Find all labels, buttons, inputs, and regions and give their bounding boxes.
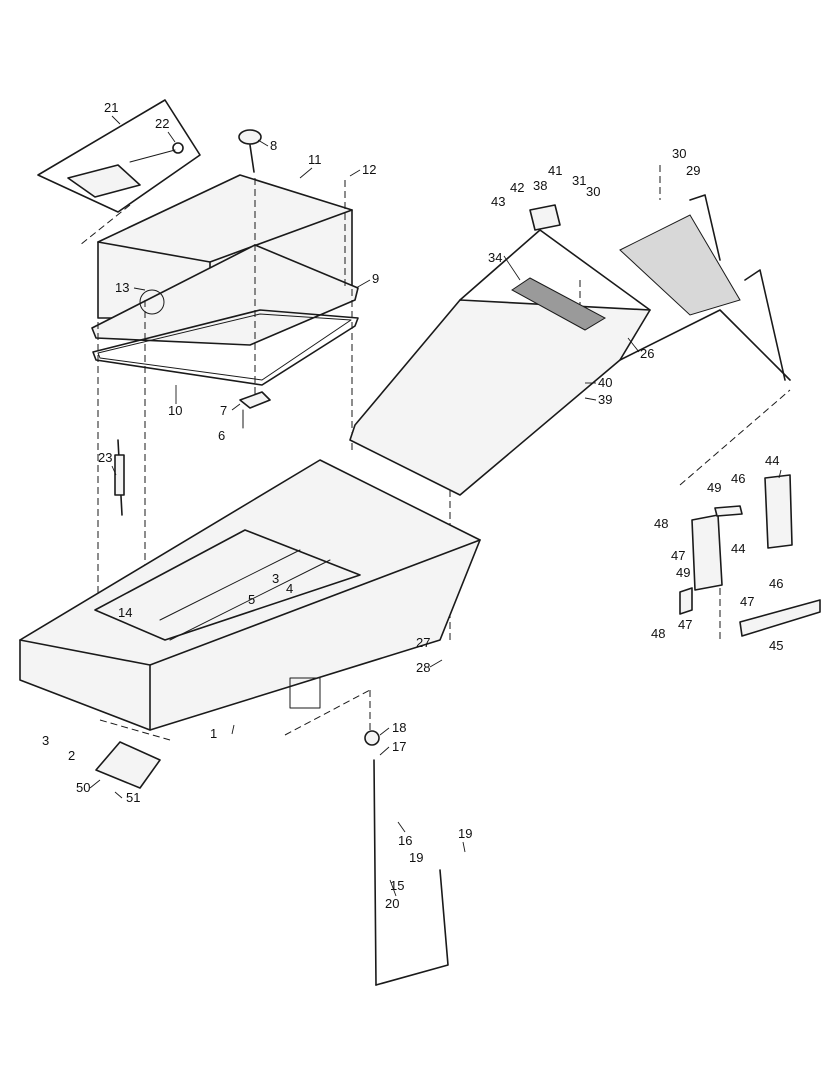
callout-label: 12 bbox=[362, 162, 376, 177]
callout-label: 22 bbox=[155, 116, 169, 131]
callout-label: 21 bbox=[104, 100, 118, 115]
callout-label: 18 bbox=[392, 720, 406, 735]
callout-label: 1 bbox=[210, 726, 217, 741]
callout-label: 7 bbox=[220, 403, 227, 418]
callout-label: 46 bbox=[769, 576, 783, 591]
callout-label: 38 bbox=[533, 178, 547, 193]
callout-label: 46 bbox=[731, 471, 745, 486]
callout-label: 49 bbox=[707, 480, 721, 495]
callout-label: 13 bbox=[115, 280, 129, 295]
callout-label: 17 bbox=[392, 739, 406, 754]
callout-label: 2 bbox=[68, 748, 75, 763]
callout-label: 45 bbox=[769, 638, 783, 653]
callout-label: 50 bbox=[76, 780, 90, 795]
bracket bbox=[529, 204, 561, 231]
latch bbox=[239, 391, 271, 429]
callout-label: 28 bbox=[416, 660, 430, 675]
callout-label: 48 bbox=[651, 626, 665, 641]
callout-label: 14 bbox=[118, 605, 132, 620]
platform-frame bbox=[349, 194, 791, 496]
control-rod bbox=[364, 730, 449, 986]
callout-label: 4 bbox=[286, 581, 293, 596]
callout-label: 3 bbox=[42, 733, 49, 748]
callout-label: 20 bbox=[385, 896, 399, 911]
callout-label: 44 bbox=[765, 453, 779, 468]
callout-label: 43 bbox=[491, 194, 505, 209]
callout-label: 47 bbox=[740, 594, 754, 609]
seal-gasket bbox=[92, 309, 359, 386]
callout-label: 5 bbox=[248, 592, 255, 607]
callout-label: 48 bbox=[654, 516, 668, 531]
callout-label: 41 bbox=[548, 163, 562, 178]
callout-label: 10 bbox=[168, 403, 182, 418]
callout-label: 16 bbox=[398, 833, 412, 848]
callout-label: 47 bbox=[678, 617, 692, 632]
callout-label: 19 bbox=[409, 850, 423, 865]
callout-label: 49 bbox=[676, 565, 690, 580]
callout-label: 31 bbox=[572, 173, 586, 188]
main-housing bbox=[19, 459, 481, 731]
callout-labels: 21 22 8 11 12 13 9 10 7 6 23 14 3 4 5 1 … bbox=[42, 100, 783, 911]
callout-label: 27 bbox=[416, 635, 430, 650]
callout-label: 39 bbox=[598, 392, 612, 407]
callout-label: 19 bbox=[458, 826, 472, 841]
hinge-detail-inset bbox=[37, 99, 201, 213]
side-brackets bbox=[679, 474, 821, 637]
leader-lines bbox=[89, 115, 782, 897]
cover-plate bbox=[95, 741, 161, 789]
callout-label: 26 bbox=[640, 346, 654, 361]
callout-label: 30 bbox=[586, 184, 600, 199]
callout-label: 29 bbox=[686, 163, 700, 178]
callout-label: 34 bbox=[488, 250, 502, 265]
callout-label: 40 bbox=[598, 375, 612, 390]
callout-label: 42 bbox=[510, 180, 524, 195]
callout-label: 8 bbox=[270, 138, 277, 153]
callout-label: 23 bbox=[98, 450, 112, 465]
callout-label: 44 bbox=[731, 541, 745, 556]
callout-label: 47 bbox=[671, 548, 685, 563]
callout-label: 51 bbox=[126, 790, 140, 805]
callout-label: 6 bbox=[218, 428, 225, 443]
key bbox=[238, 129, 262, 173]
gas-strut bbox=[114, 439, 125, 516]
callout-label: 3 bbox=[272, 571, 279, 586]
callout-label: 11 bbox=[308, 152, 322, 167]
callout-label: 9 bbox=[372, 271, 379, 286]
callout-label: 30 bbox=[672, 146, 686, 161]
